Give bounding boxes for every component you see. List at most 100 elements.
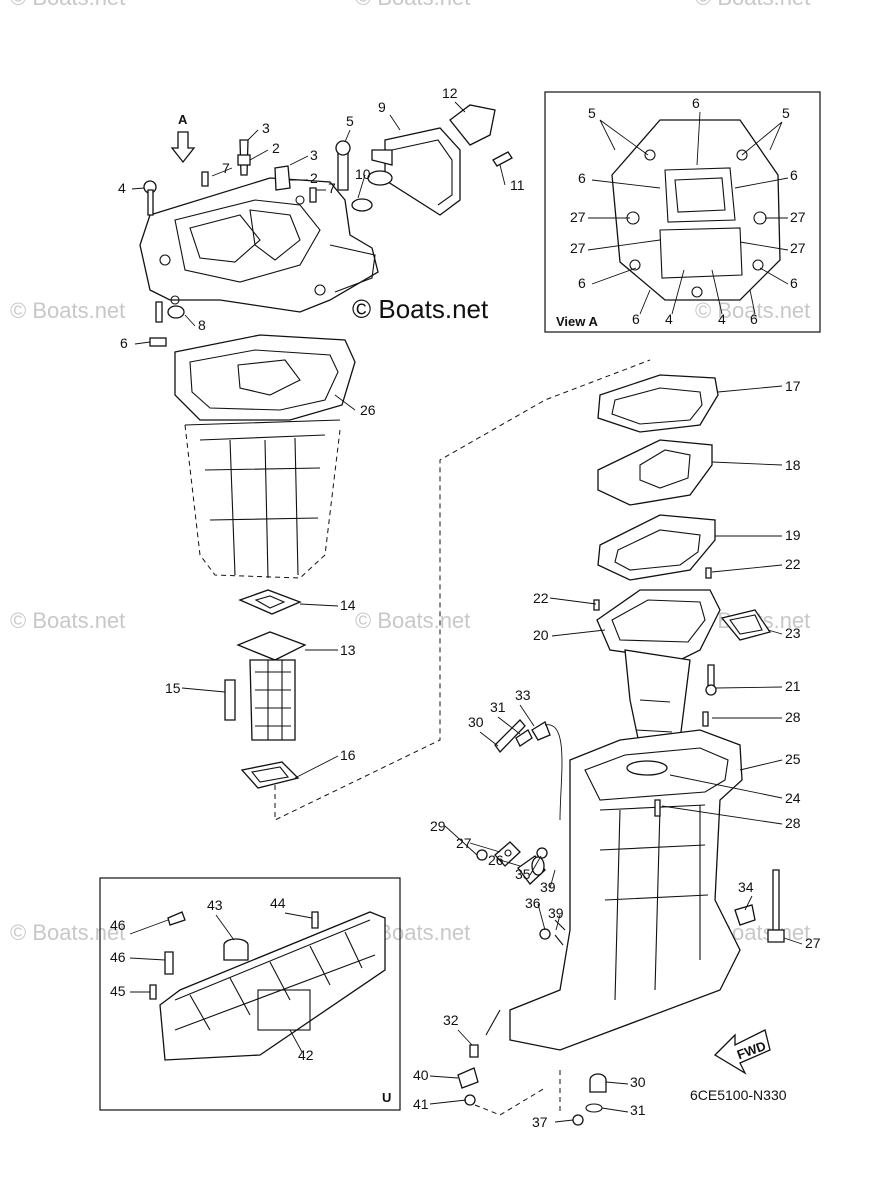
arrow-a-label: A (178, 112, 188, 127)
callout: 7 (328, 180, 336, 196)
callout: 22 (533, 590, 549, 606)
exhaust-manifold-assembly (174, 334, 651, 821)
callout: 12 (442, 85, 458, 101)
oil-pan (596, 589, 721, 661)
exhaust-guide (139, 177, 379, 313)
gasket (597, 374, 719, 433)
callout: 30 (468, 714, 484, 730)
callout: 6 (750, 311, 758, 327)
callout: 11 (510, 177, 525, 193)
callout: 40 (413, 1067, 429, 1083)
callout: 9 (378, 99, 386, 115)
callout: 3 (310, 147, 318, 163)
callout: 14 (340, 597, 356, 613)
callout: 7 (222, 160, 230, 176)
callout: 6 (790, 275, 798, 291)
brand-mark: © Boats.net (352, 294, 489, 324)
callout: 23 (785, 625, 801, 641)
callout: 24 (785, 790, 801, 806)
upper-casing-assembly (509, 567, 785, 1051)
callout: 31 (490, 699, 506, 715)
apron-cover (159, 911, 386, 1061)
callout: 32 (443, 1012, 459, 1028)
silencer-housing (384, 127, 461, 216)
callout: 43 (207, 897, 223, 913)
callout: 6 (578, 170, 586, 186)
callout: 5 (588, 105, 596, 121)
callout: 27 (790, 209, 806, 225)
callout: 39 (540, 879, 556, 895)
callout: 27 (805, 935, 821, 951)
callout: 16 (340, 747, 356, 763)
callout: 4 (118, 180, 126, 196)
callout: 35 (515, 866, 531, 882)
callout: 6 (692, 95, 700, 111)
inset-label: U (382, 1090, 391, 1105)
callout: 45 (110, 983, 126, 999)
leader-lines (129, 101, 803, 1123)
callout: 28 (785, 815, 801, 831)
callout: 39 (548, 905, 564, 921)
view-direction-arrow-icon (170, 131, 196, 164)
callout: 26 (488, 852, 504, 868)
callout: 27 (570, 240, 586, 256)
callout: 2 (310, 170, 318, 186)
callout: 10 (355, 166, 371, 182)
lower-cover-inset: U (99, 877, 401, 1111)
forward-direction-indicator: FWD (713, 1029, 771, 1075)
callout: 36 (525, 895, 541, 911)
callout: 31 (630, 1102, 646, 1118)
callout: 6 (578, 275, 586, 291)
callout: 27 (790, 240, 806, 256)
gasket (174, 334, 356, 421)
exhaust-guide-bottom-view (611, 119, 781, 301)
callout: 15 (165, 680, 181, 696)
callout: 26 (360, 402, 376, 418)
callout: 4 (665, 311, 673, 327)
callout: 19 (785, 527, 801, 543)
callout: 13 (340, 642, 356, 658)
watermark: © Boats.net (695, 0, 810, 10)
watermark: © Boats.net (10, 298, 125, 323)
upper-casing (509, 729, 743, 1051)
watermark: © Boats.net (10, 608, 125, 633)
callout: 46 (110, 949, 126, 965)
callout: 4 (718, 311, 726, 327)
callout: 6 (120, 335, 128, 351)
callout: 6 (632, 311, 640, 327)
callout: 27 (570, 209, 586, 225)
callout: 30 (630, 1074, 646, 1090)
inset-frame (99, 877, 401, 1111)
callout: 18 (785, 457, 801, 473)
view-a-callouts: 5 6 5 6 6 27 27 27 27 6 6 6 4 4 6 (570, 95, 806, 327)
callout: 46 (110, 917, 126, 933)
forward-arrow-icon (713, 1029, 771, 1075)
callout: 33 (515, 687, 531, 703)
upper-gaskets (597, 374, 719, 581)
callout: 3 (262, 120, 270, 136)
callout: 20 (533, 627, 549, 643)
callout: 8 (198, 317, 206, 333)
watermark: © Boats.net (10, 0, 125, 10)
small-fittings (457, 719, 607, 1126)
callout: 37 (532, 1114, 548, 1130)
watermark: © Boats.net (10, 920, 125, 945)
watermark: © Boats.net (355, 608, 470, 633)
callout: 29 (430, 818, 446, 834)
callout: 2 (272, 140, 280, 156)
callout: 22 (785, 556, 801, 572)
callout: 6 (790, 167, 798, 183)
callout: 28 (785, 709, 801, 725)
view-a-caption: View A (556, 314, 599, 329)
callout: 34 (738, 879, 754, 895)
view-a-frame (544, 91, 821, 333)
callout: 5 (782, 105, 790, 121)
callout: 21 (785, 678, 801, 694)
diagram-code: 6CE5100-N330 (690, 1087, 787, 1103)
callout: 41 (413, 1096, 429, 1112)
callouts: 3 2 3 2 7 7 4 5 9 12 10 11 8 6 26 14 13 … (110, 85, 821, 1130)
view-a-panel: View A 5 6 5 6 6 27 27 27 27 6 6 6 4 4 6 (544, 91, 821, 333)
callout: 44 (270, 895, 286, 911)
callout: 25 (785, 751, 801, 767)
